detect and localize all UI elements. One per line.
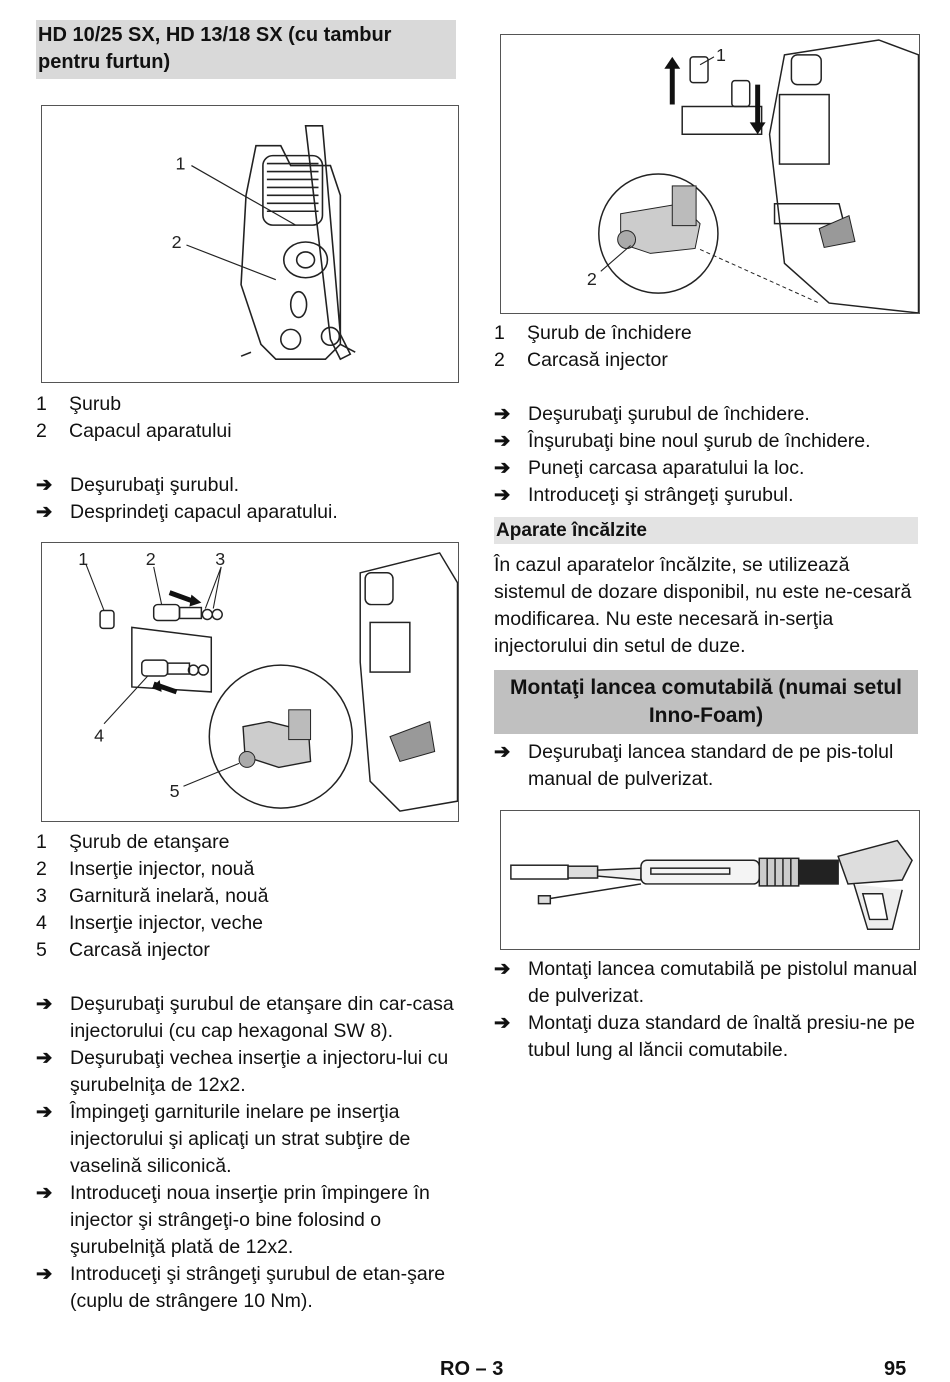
figure-lance bbox=[500, 810, 920, 950]
step-item: ➔Înşurubaţi bine noul şurub de închidere… bbox=[494, 428, 918, 455]
closing-screw-illustration: 1 2 bbox=[587, 39, 919, 313]
section-heading-heated: Aparate încălzite bbox=[494, 517, 918, 544]
arrow-right-icon: ➔ bbox=[494, 741, 511, 763]
arrow-right-icon: ➔ bbox=[494, 430, 511, 452]
arrow-right-icon: ➔ bbox=[36, 993, 53, 1015]
fig2-callout-4: 4 bbox=[94, 726, 104, 746]
arrow-right-icon: ➔ bbox=[494, 1012, 511, 1034]
step-item: ➔Deşurubaţi lancea standard de pe pis-to… bbox=[494, 739, 918, 793]
arrow-right-icon: ➔ bbox=[36, 1263, 53, 1285]
fig2-callout-5: 5 bbox=[170, 781, 180, 801]
steps-replace-insert: ➔Deşurubaţi şurubul de etanşare din car-… bbox=[36, 991, 456, 1315]
section-heading-model: HD 10/25 SX, HD 13/18 SX (cu tambur pent… bbox=[36, 20, 456, 79]
device-cover-illustration: 1 2 bbox=[172, 125, 356, 361]
step-item: ➔Deşurubaţi vechea inserţie a injectoru-… bbox=[36, 1045, 456, 1099]
fig3-callout-2: 2 bbox=[587, 269, 597, 289]
fig2-callout-1: 1 bbox=[78, 549, 88, 569]
fig2-callout-3: 3 bbox=[215, 549, 225, 569]
step-item: ➔Introduceţi şi strângeţi şurubul. bbox=[494, 482, 918, 509]
step-item: ➔Împingeţi garniturile inelare pe inserţ… bbox=[36, 1099, 456, 1180]
step-item: ➔Montaţi lancea comutabilă pe pistolul m… bbox=[494, 956, 918, 1010]
injector-insert-illustration: 1 2 3 4 5 bbox=[78, 549, 458, 812]
step-item: ➔Deşurubaţi şurubul. bbox=[36, 472, 456, 499]
steps-closing-screw: ➔Deşurubaţi şurubul de închidere. ➔Înşur… bbox=[494, 401, 918, 509]
arrow-right-icon: ➔ bbox=[494, 403, 511, 425]
fig3-callout-1: 1 bbox=[716, 45, 726, 65]
arrow-right-icon: ➔ bbox=[36, 1182, 53, 1204]
page-number: 95 bbox=[884, 1358, 907, 1380]
figure-injector-insert: 1 2 3 4 5 bbox=[41, 542, 459, 822]
steps-remove-cover: ➔Deşurubaţi şurubul. ➔Desprindeţi capacu… bbox=[36, 472, 456, 526]
arrow-right-icon: ➔ bbox=[36, 1047, 53, 1069]
lance-illustration bbox=[510, 839, 913, 931]
step-item: ➔Deşurubaţi şurubul de închidere. bbox=[494, 401, 918, 428]
fig2-callout-2: 2 bbox=[146, 549, 156, 569]
heated-paragraph: În cazul aparatelor încălzite, se utiliz… bbox=[494, 554, 912, 657]
step-item: ➔Introduceţi şi strângeţi şurubul de eta… bbox=[36, 1261, 456, 1315]
arrow-right-icon: ➔ bbox=[494, 958, 511, 980]
steps-remove-lance: ➔Deşurubaţi lancea standard de pe pis-to… bbox=[494, 739, 918, 793]
arrow-right-icon: ➔ bbox=[36, 474, 53, 496]
footer-section-label: RO – 3 bbox=[440, 1358, 504, 1380]
arrow-right-icon: ➔ bbox=[494, 457, 511, 479]
step-item: ➔Puneţi carcasa aparatului la loc. bbox=[494, 455, 918, 482]
fig1-callout-1: 1 bbox=[176, 154, 186, 174]
section-heading-lance: Montaţi lancea comutabilă (numai setul I… bbox=[494, 670, 918, 734]
step-item: ➔Introduceţi noua inserţie prin împinger… bbox=[36, 1180, 456, 1261]
fig1-callout-2: 2 bbox=[172, 232, 182, 252]
arrow-right-icon: ➔ bbox=[36, 1101, 53, 1123]
step-item: ➔Montaţi duza standard de înaltă presiu-… bbox=[494, 1010, 918, 1064]
step-item: ➔Desprindeţi capacul aparatului. bbox=[36, 499, 456, 526]
left-column: HD 10/25 SX, HD 13/18 SX (cu tambur pent… bbox=[36, 20, 459, 1315]
figure-closing-screw: 1 2 bbox=[500, 34, 920, 314]
steps-mount-lance: ➔Montaţi lancea comutabilă pe pistolul m… bbox=[494, 956, 918, 1064]
figure-device-cover: 1 2 bbox=[41, 105, 459, 383]
arrow-right-icon: ➔ bbox=[494, 484, 511, 506]
arrow-right-icon: ➔ bbox=[36, 501, 53, 523]
step-item: ➔Deşurubaţi şurubul de etanşare din car-… bbox=[36, 991, 456, 1045]
